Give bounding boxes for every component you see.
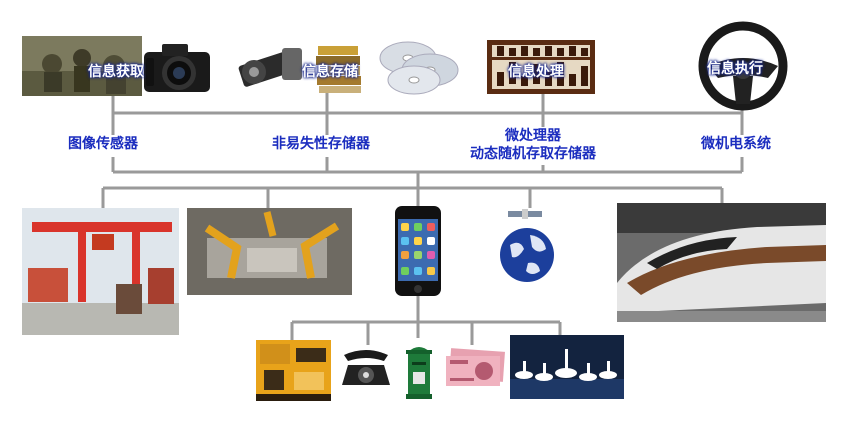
game-screen-photo — [256, 340, 331, 401]
ballet-photo — [510, 335, 624, 399]
satellite-globe-icon — [494, 205, 560, 283]
label-nonvolatile-memory: 非易失性存储器 — [268, 135, 374, 153]
steering-wheel-icon — [698, 20, 788, 112]
tag-acquire: 信息获取 — [88, 64, 144, 80]
label-image-sensor: 图像传感器 — [64, 135, 142, 153]
tag-storage: 信息存储 — [302, 64, 358, 80]
film-reel-icon — [236, 44, 308, 90]
label-mems: 微机电系统 — [697, 135, 775, 153]
label-processor-line1: 微处理器 — [505, 128, 561, 144]
abacus-icon — [487, 40, 595, 94]
discs-icon — [374, 36, 462, 96]
tag-process: 信息处理 — [508, 64, 564, 80]
battle-photo — [22, 36, 142, 96]
smartphone-icon — [394, 205, 442, 297]
banknote-icon — [444, 348, 506, 388]
label-processor-line2: 动态随机存取存储器 — [470, 146, 596, 162]
port-cranes-photo — [22, 208, 179, 335]
camera-icon — [142, 40, 212, 94]
rotary-telephone-icon — [340, 345, 392, 387]
books-icon — [314, 40, 366, 94]
mailbox-icon — [404, 340, 434, 400]
label-processor: 微处理器 动态随机存取存储器 — [466, 127, 600, 163]
tag-execute: 信息执行 — [707, 61, 763, 77]
high-speed-train-photo — [617, 203, 826, 322]
robot-assembly-photo — [187, 208, 352, 295]
